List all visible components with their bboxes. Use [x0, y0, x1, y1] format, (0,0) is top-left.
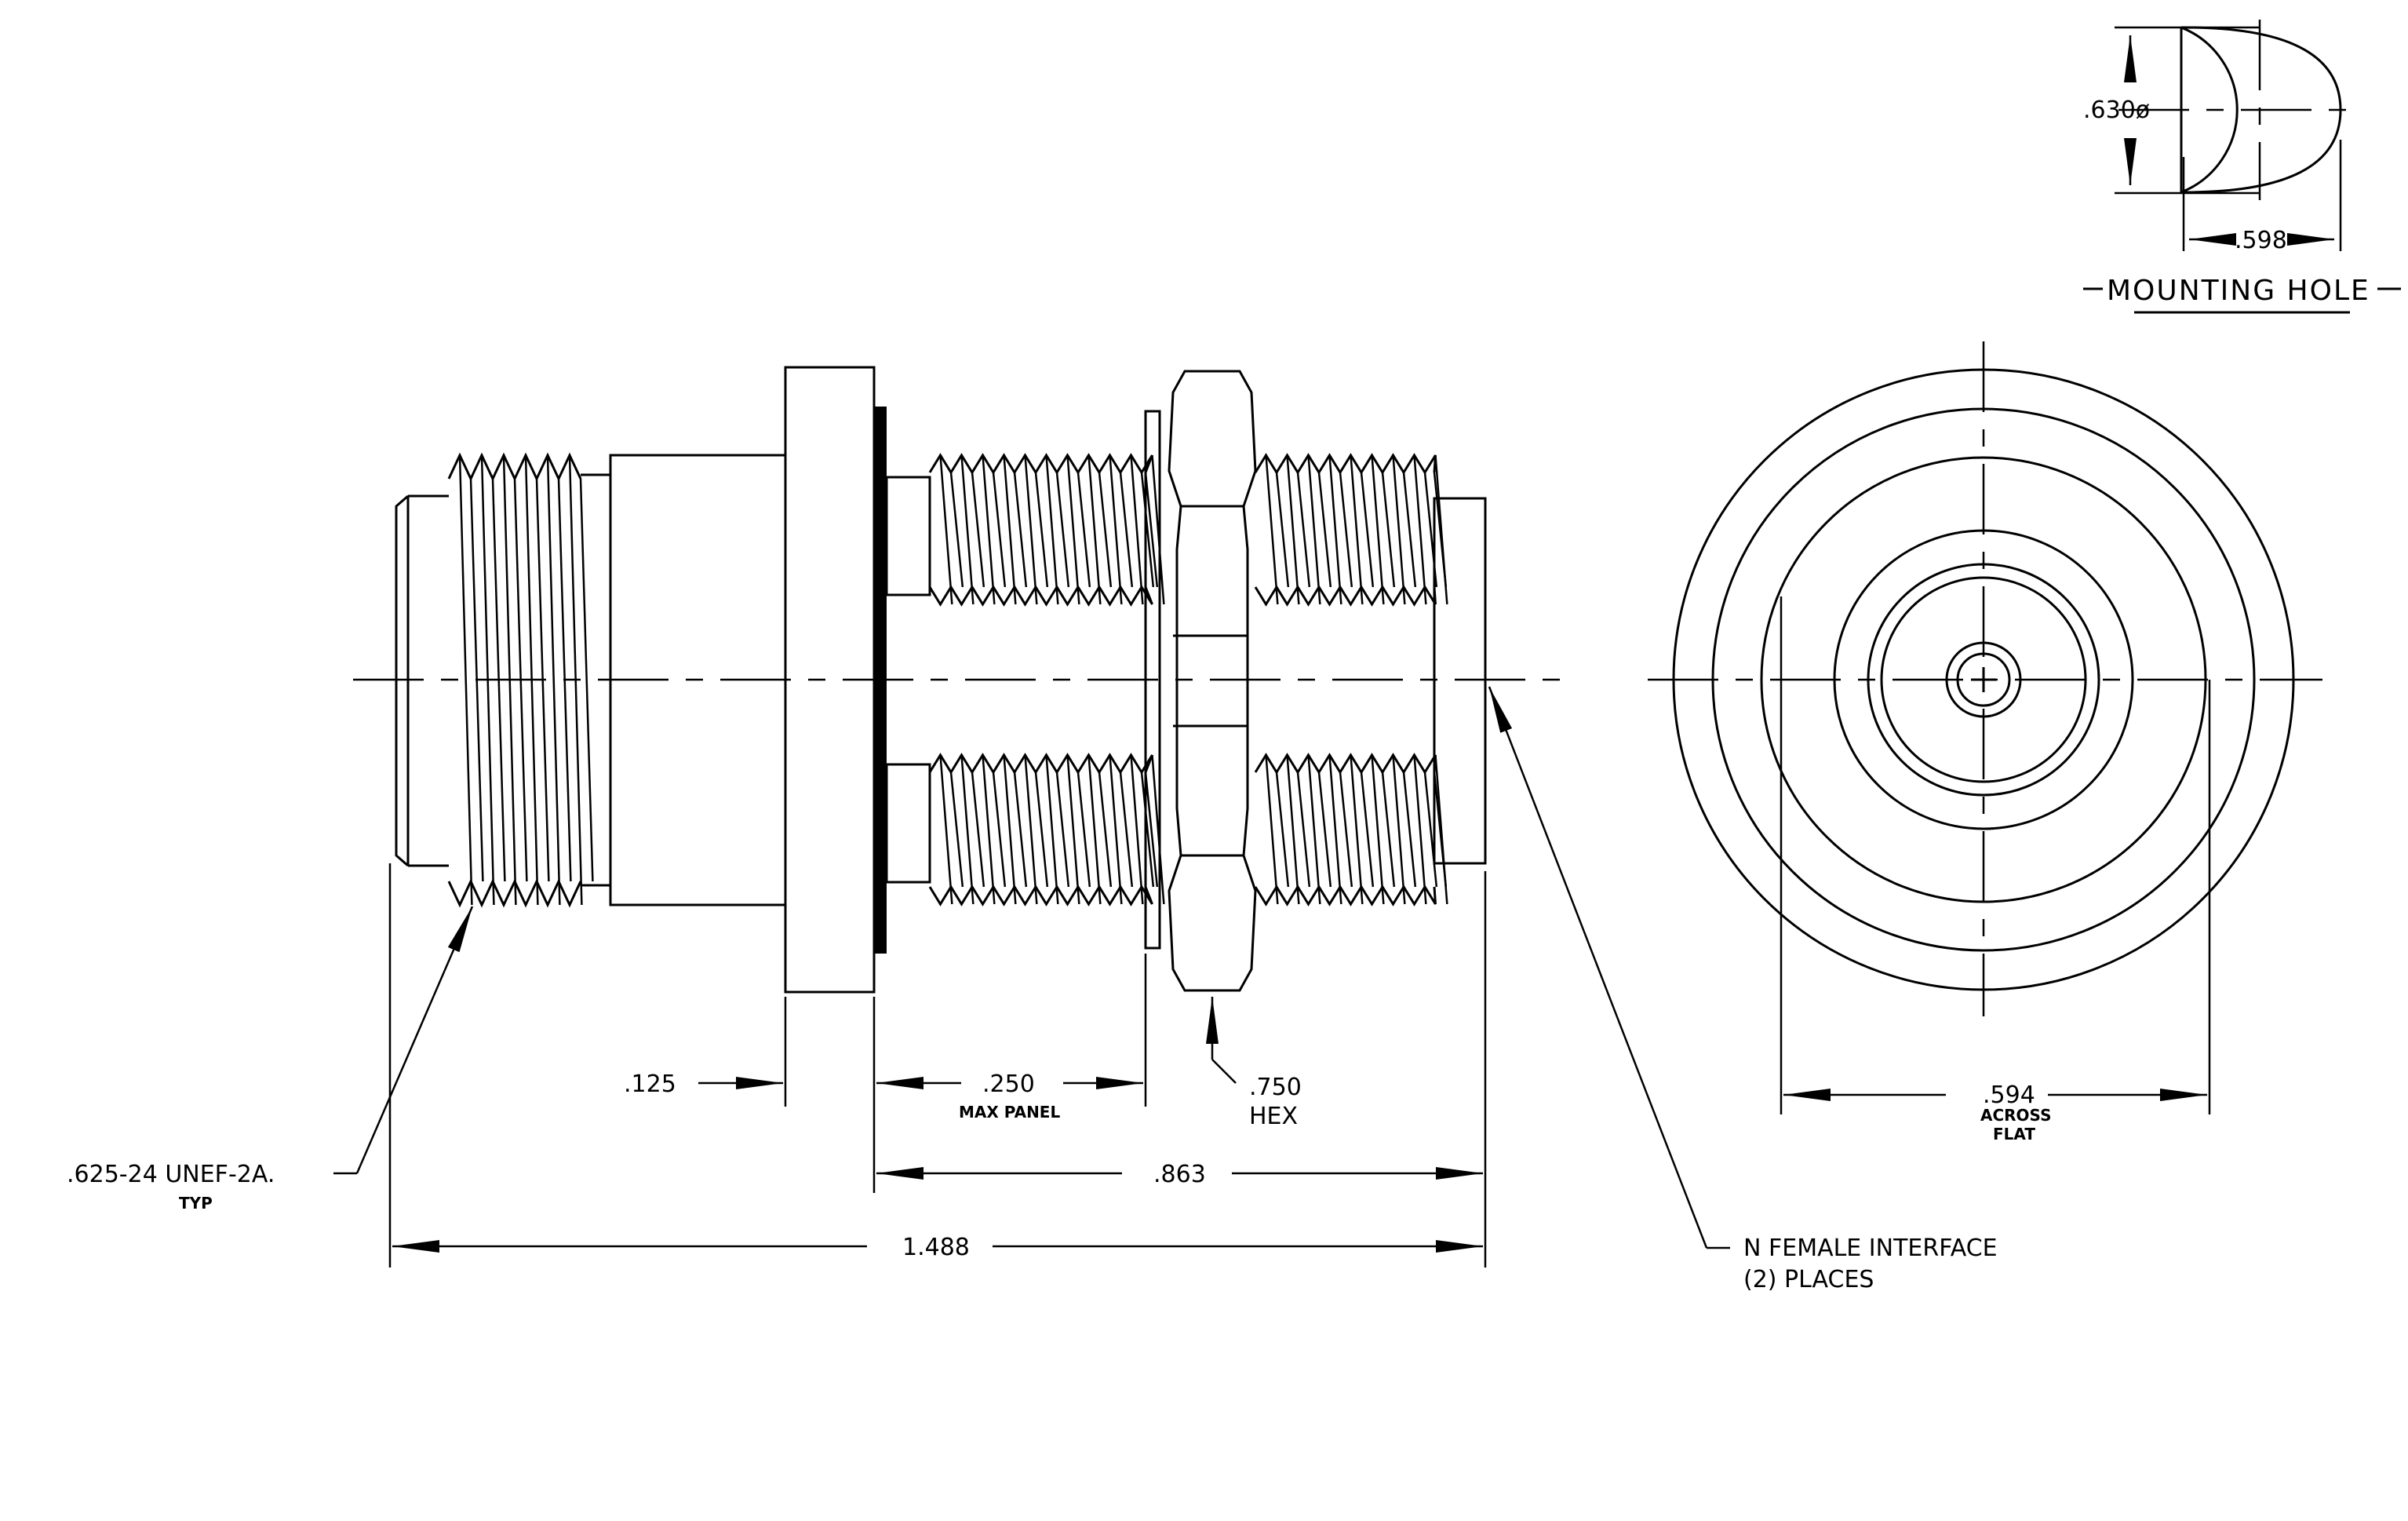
dim-flat-note-2: FLAT — [1993, 1125, 2035, 1143]
dim-flange: .125 — [624, 1071, 676, 1098]
outer-ring — [1672, 368, 2295, 991]
side-view — [353, 366, 1561, 994]
mounting-hole-title: MOUNTING HOLE — [2107, 275, 2370, 307]
left-thread — [447, 452, 594, 908]
dimensions: .125 .250 MAX PANEL .750 HEX .863 1.488 … — [388, 863, 2207, 1268]
dim-flat: .594 — [1983, 1081, 2035, 1109]
dim-panel-note: MAX PANEL — [959, 1103, 1060, 1122]
right-thread-lower — [928, 753, 1448, 906]
dim-right-length: .863 — [1153, 1161, 1206, 1188]
hex-nut — [1168, 370, 1257, 992]
center-contact — [1956, 652, 2011, 707]
dim-hex-note: HEX — [1249, 1103, 1298, 1130]
lock-washer — [874, 407, 887, 954]
left-chamfer — [395, 494, 409, 867]
interface-callout: N FEMALE INTERFACE — [1743, 1235, 1998, 1262]
interface-callout-note: (2) PLACES — [1743, 1266, 1874, 1293]
thread-callout-note: TYP — [179, 1194, 213, 1213]
hex-washer — [1144, 410, 1161, 950]
hole-diameter: .630ø — [2083, 97, 2150, 124]
mounting-hole-view: .630ø .598 MOUNTING HOLE — [2083, 20, 2401, 314]
end-view — [1648, 341, 2322, 1114]
dim-overall: 1.488 — [902, 1234, 970, 1261]
callouts: .625-24 UNEF-2A. TYP N FEMALE INTERFACE … — [67, 686, 1998, 1293]
thread-callout: .625-24 UNEF-2A. — [67, 1161, 275, 1188]
dim-flat-note-1: ACROSS — [1980, 1106, 2051, 1125]
right-thread-upper — [928, 453, 1448, 607]
dim-hex: .750 — [1249, 1074, 1302, 1101]
dim-panel: .250 — [982, 1071, 1035, 1098]
hole-flat: .598 — [2235, 227, 2287, 254]
